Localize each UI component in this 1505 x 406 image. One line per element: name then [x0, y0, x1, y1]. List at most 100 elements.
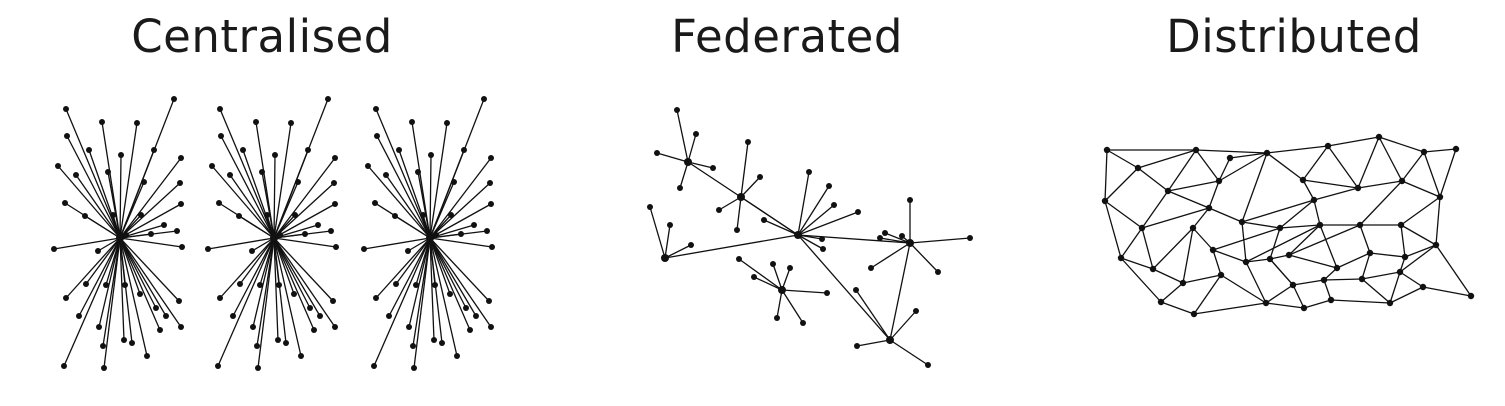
leaf-node: [129, 340, 135, 346]
mesh-node: [1179, 279, 1187, 287]
leaf-node: [137, 291, 143, 297]
hub-interlink-line: [889, 242, 911, 341]
mesh-link-line: [1141, 207, 1210, 229]
leaf-node: [330, 298, 336, 304]
leaf-node: [305, 147, 311, 153]
mesh-link-line: [1369, 252, 1406, 258]
leaf-node: [298, 353, 304, 359]
hub-spoke-line: [229, 174, 275, 239]
mesh-link-line: [1195, 149, 1268, 154]
mesh-link-line: [1241, 221, 1247, 263]
leaf-node: [489, 244, 495, 250]
leaf-node: [454, 353, 460, 359]
mesh-link-line: [1327, 136, 1380, 147]
mesh-link-line: [1378, 136, 1425, 153]
leaf-node: [484, 228, 490, 234]
centralised-network-diagram: [51, 96, 495, 371]
hub-spoke-line: [797, 234, 823, 240]
federated-network-diagram: [647, 107, 973, 368]
leaf-node: [259, 169, 265, 175]
mesh-link-line: [1302, 179, 1359, 189]
leaf-node: [73, 172, 79, 178]
mesh-node: [1209, 246, 1217, 254]
leaf-node: [153, 305, 159, 311]
leaf-node: [420, 212, 426, 218]
hub-spoke-line: [119, 203, 182, 239]
hub-spoke-line: [797, 171, 810, 236]
mesh-link-line: [1330, 299, 1391, 304]
mesh-link-line: [1292, 284, 1305, 309]
leaf-node: [325, 96, 331, 102]
leaf-node: [710, 165, 716, 171]
mesh-node: [1324, 142, 1332, 150]
hub-spoke-line: [429, 237, 493, 248]
hub-spoke-line: [429, 122, 448, 239]
hub-spoke-line: [63, 237, 121, 367]
hub-spoke-line: [797, 185, 830, 236]
leaf-node: [163, 313, 169, 319]
mesh-link-line: [1357, 180, 1403, 189]
hub-spoke-line: [256, 237, 275, 347]
leaf-node: [255, 365, 261, 371]
leaf-node: [151, 147, 157, 153]
centralised-title: Centralised: [131, 10, 393, 63]
mesh-link-line: [1400, 196, 1441, 226]
hub-spoke-line: [797, 211, 859, 236]
leaf-node: [276, 282, 282, 288]
mesh-link-line: [1193, 302, 1267, 315]
hub-node: [270, 234, 278, 242]
leaf-node: [393, 281, 399, 287]
mesh-link-line: [1288, 254, 1338, 269]
leaf-node: [141, 179, 147, 185]
leaf-node: [302, 231, 308, 237]
hub-spoke-line: [88, 149, 121, 239]
mesh-link-line: [1266, 145, 1329, 154]
leaf-node: [787, 265, 793, 271]
leaf-node: [227, 172, 233, 178]
leaf-node: [411, 365, 417, 371]
hub-spoke-line: [232, 237, 275, 317]
hub-spoke-line: [797, 234, 824, 250]
hub-spoke-line: [738, 258, 783, 291]
leaf-node: [935, 269, 941, 275]
mesh-node: [1164, 187, 1172, 195]
leaf-node: [275, 337, 281, 343]
mesh-link-line: [1401, 151, 1425, 182]
hub-spoke-line: [273, 203, 336, 239]
mesh-link-line: [1359, 224, 1371, 254]
hub-spoke-line: [429, 203, 492, 239]
hub-spoke-line: [753, 276, 783, 291]
hub-spoke-line: [273, 237, 336, 328]
hub-spoke-line: [408, 237, 431, 328]
hub-spoke-line: [429, 237, 490, 302]
leaf-node: [230, 313, 236, 319]
leaf-node: [237, 281, 243, 287]
hub-spoke-line: [273, 181, 299, 239]
mesh-link-line: [1160, 301, 1195, 315]
hub-spoke-line: [797, 204, 835, 236]
mesh-node: [1354, 184, 1362, 192]
hub-spoke-line: [781, 289, 804, 324]
leaf-node: [177, 180, 183, 186]
mesh-link-line: [1265, 284, 1294, 304]
hub-spoke-line: [211, 165, 275, 239]
mesh-link-line: [1104, 149, 1108, 202]
mesh-link-line: [1182, 274, 1222, 284]
leaf-node: [907, 197, 913, 203]
leaf-node: [365, 163, 371, 169]
mesh-link-line: [1160, 282, 1184, 303]
leaf-node: [96, 324, 102, 330]
leaf-node: [925, 362, 931, 368]
hub-spoke-line: [273, 154, 276, 239]
hub-spoke-line: [376, 135, 431, 239]
hub-spoke-line: [119, 237, 133, 344]
mesh-link-line: [1319, 224, 1338, 269]
mesh-node: [1238, 218, 1246, 226]
hub-spoke-line: [273, 237, 321, 317]
mesh-link-line: [1141, 227, 1154, 270]
hub-spoke-line: [385, 174, 431, 239]
leaf-node: [332, 155, 338, 161]
mesh-node: [1205, 204, 1213, 212]
mesh-link-line: [1389, 271, 1401, 304]
mesh-node: [1134, 164, 1142, 172]
